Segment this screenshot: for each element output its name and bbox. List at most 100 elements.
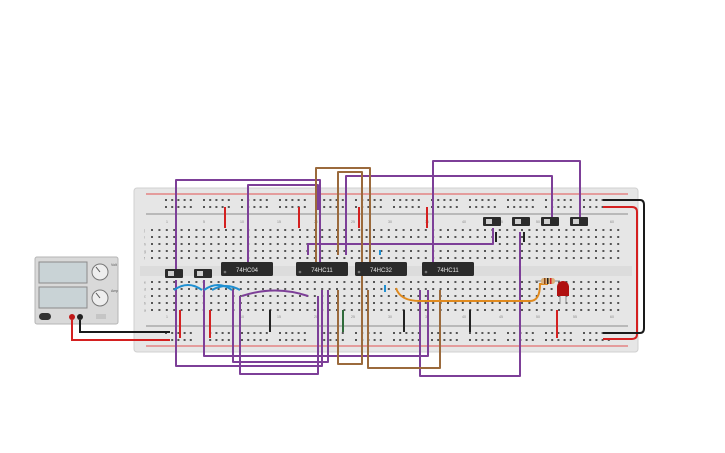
hole [602,257,605,259]
hole [507,206,509,208]
negative-terminal[interactable] [77,314,83,320]
knob-label: Amp [111,289,118,293]
purple-wire[interactable] [232,290,329,363]
hole [165,236,168,238]
positive-terminal[interactable] [69,314,75,320]
hole [439,288,442,290]
chip-74hc11-second[interactable]: 74HC11 [422,262,474,276]
orange-wire[interactable] [395,283,548,302]
supply-negative-lead[interactable] [79,320,170,333]
hole [410,295,412,297]
supply-positive-lead[interactable] [71,320,170,341]
hole [285,199,288,201]
chip-74hc32[interactable]: 74HC32 [355,262,407,276]
hole [188,288,190,290]
slide-switch[interactable] [570,217,588,226]
row-label: j [143,229,145,233]
hole [484,302,486,304]
blue-wire[interactable] [203,284,233,291]
hole [572,309,575,311]
column-number: 1 [166,220,168,224]
hole [491,257,494,259]
hole [165,199,167,201]
hole [580,309,583,311]
hole [299,309,301,311]
hole [455,339,458,341]
hole [498,281,501,283]
hole [195,281,198,283]
hole [498,250,501,252]
hole [232,250,235,252]
purple-wire[interactable] [345,175,553,255]
hole [558,229,560,231]
hole [476,302,479,304]
hole [417,250,420,252]
hole [303,206,306,208]
hole [447,281,449,283]
purple-wire[interactable] [241,289,309,297]
hole [405,206,408,208]
hole [461,295,464,297]
hole [583,206,585,208]
power-supply[interactable]: Volt Amp [34,256,119,325]
slide-switch[interactable] [541,217,559,226]
brown-wire[interactable] [367,290,441,369]
hole [402,236,405,238]
column-number: 1 [166,315,168,319]
hole [151,309,153,311]
hole [336,257,338,259]
hole [513,243,516,245]
hole [217,257,220,259]
brown-wire[interactable] [315,167,371,265]
hole [410,229,412,231]
hole [602,229,605,231]
hole [454,288,457,290]
chip-74hc11[interactable]: 74HC11 [296,262,348,276]
hole [202,257,205,259]
purple-wire[interactable] [247,184,319,265]
hole [543,309,546,311]
hole [399,332,402,334]
hole [262,229,264,231]
hole [506,295,509,297]
hole [395,250,398,252]
hole [158,302,161,304]
hole [254,236,257,238]
hole [402,250,405,252]
purple-wire[interactable] [175,179,321,270]
purple-wire[interactable] [432,160,581,265]
hole [380,302,383,304]
slide-switch[interactable] [483,217,501,226]
purple-wire[interactable] [307,228,494,255]
hole [595,250,597,252]
red-rail-wire[interactable] [603,206,638,340]
slide-switch[interactable] [165,269,183,278]
hole [432,281,435,283]
purple-wire[interactable] [175,280,323,367]
black-rail-wire[interactable] [603,199,645,334]
hole [432,288,435,290]
blue-wire[interactable] [211,285,241,291]
hole [602,302,605,304]
slide-switch[interactable] [194,269,212,278]
hole [188,281,190,283]
hole [572,250,575,252]
purple-wire[interactable] [203,280,429,357]
hole [341,206,344,208]
hole [528,281,531,283]
hole [225,281,227,283]
slide-switch[interactable] [512,217,530,226]
power-switch[interactable] [39,313,51,320]
purple-wire[interactable] [239,296,319,375]
hole [306,288,309,290]
chip-74hc04[interactable]: 74HC04 [221,262,273,276]
blue-wire[interactable] [173,284,203,291]
hole [476,295,479,297]
wires [175,160,581,377]
purple-wire[interactable] [419,232,521,377]
hole [580,243,583,245]
resistor[interactable] [535,278,560,284]
column-number: 30 [388,220,392,224]
hole [341,332,344,334]
led[interactable] [557,281,569,304]
